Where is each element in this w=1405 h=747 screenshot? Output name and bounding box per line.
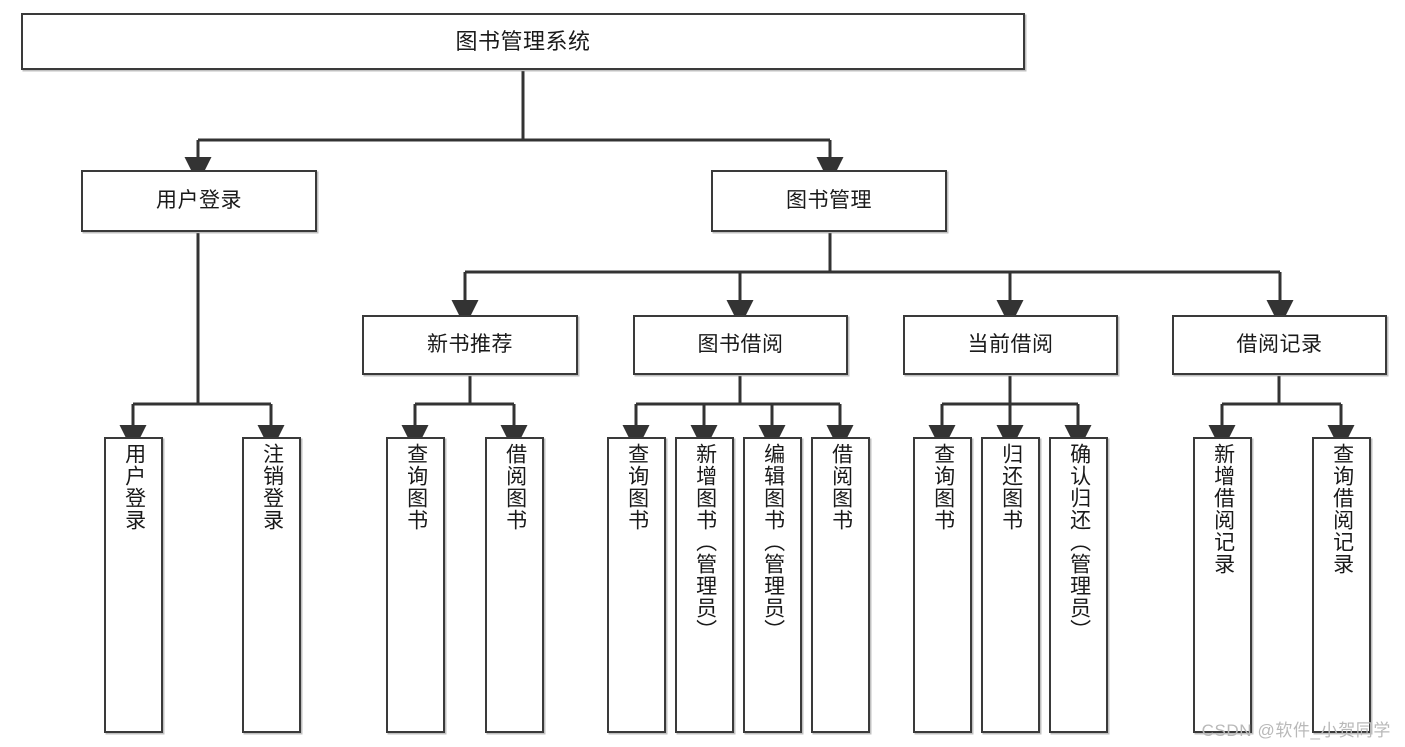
node-leaf-current-borrow-return-book[interactable]: 归还图书 <box>981 437 1040 733</box>
node-label: 借阅记录 <box>1236 332 1323 356</box>
node-leaf-user-login-login[interactable]: 用户登录 <box>104 437 163 733</box>
node-label: 查询借阅记录 <box>1330 443 1354 575</box>
node-label: 查询图书 <box>625 443 649 531</box>
node-label: 用户登录 <box>156 188 242 212</box>
node-book-management[interactable]: 图书管理 <box>711 170 947 232</box>
node-leaf-book-borrow-query-book[interactable]: 查询图书 <box>607 437 666 733</box>
node-label: 注销登录 <box>260 443 284 531</box>
node-label: 新书推荐 <box>427 332 513 356</box>
node-book-borrow[interactable]: 图书借阅 <box>633 315 848 375</box>
node-label: 新增图书（管理员） <box>693 443 717 641</box>
node-user-login[interactable]: 用户登录 <box>81 170 317 232</box>
node-leaf-borrow-record-add-record[interactable]: 新增借阅记录 <box>1193 437 1252 733</box>
csdn-watermark: CSDN @软件_小贺同学 <box>1201 721 1391 740</box>
node-label: 确认归还（管理员） <box>1067 443 1091 641</box>
node-label: 图书借阅 <box>697 332 784 356</box>
node-borrow-record[interactable]: 借阅记录 <box>1172 315 1387 375</box>
node-label: 借阅图书 <box>503 443 527 531</box>
node-leaf-current-borrow-query-book[interactable]: 查询图书 <box>913 437 972 733</box>
node-label: 新增借阅记录 <box>1211 443 1235 575</box>
node-root-library-management-system[interactable]: 图书管理系统 <box>21 13 1025 70</box>
node-leaf-new-book-borrow-book[interactable]: 借阅图书 <box>485 437 544 733</box>
node-label: 用户登录 <box>122 443 146 531</box>
node-leaf-new-book-query-book[interactable]: 查询图书 <box>386 437 445 733</box>
node-leaf-current-borrow-confirm-return[interactable]: 确认归还（管理员） <box>1049 437 1108 733</box>
node-label: 归还图书 <box>999 443 1023 531</box>
node-leaf-borrow-record-query-record[interactable]: 查询借阅记录 <box>1312 437 1371 733</box>
node-label: 图书管理 <box>786 188 872 212</box>
node-leaf-book-borrow-borrow-book[interactable]: 借阅图书 <box>811 437 870 733</box>
node-leaf-book-borrow-edit-book[interactable]: 编辑图书（管理员） <box>743 437 802 733</box>
node-leaf-user-login-logout[interactable]: 注销登录 <box>242 437 301 733</box>
node-new-book-recommend[interactable]: 新书推荐 <box>362 315 578 375</box>
node-label: 查询图书 <box>931 443 955 531</box>
node-label: 当前借阅 <box>967 332 1054 356</box>
node-label: 图书管理系统 <box>455 28 591 54</box>
node-label: 编辑图书（管理员） <box>761 443 785 641</box>
node-label: 查询图书 <box>404 443 428 531</box>
node-leaf-book-borrow-add-book[interactable]: 新增图书（管理员） <box>675 437 734 733</box>
node-current-borrow[interactable]: 当前借阅 <box>903 315 1118 375</box>
node-label: 借阅图书 <box>829 443 853 531</box>
